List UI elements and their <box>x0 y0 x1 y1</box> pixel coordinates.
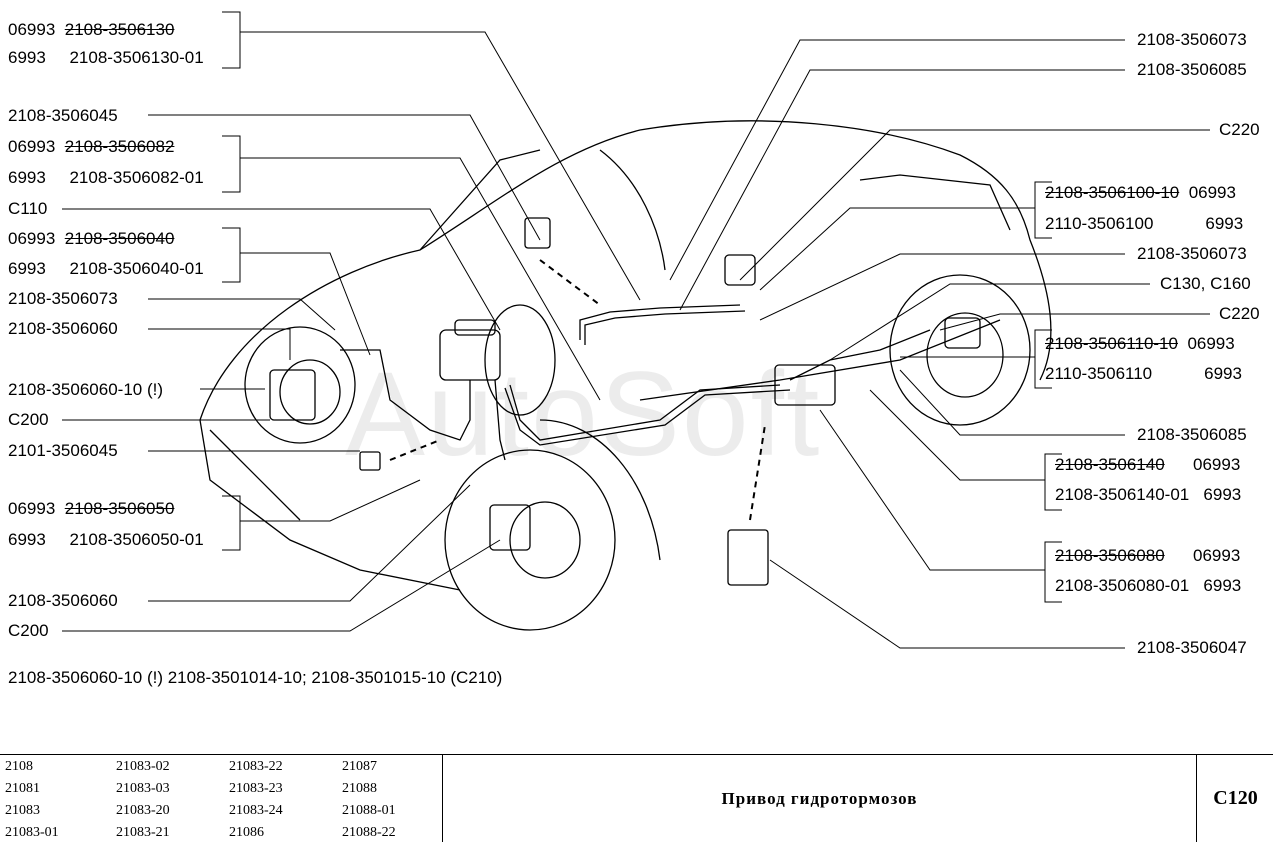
label-3506060-10: 2108-3506060-10 (!) <box>8 380 164 399</box>
label-r-c130-c160: C130, C160 <box>1160 274 1251 293</box>
label-r-3506100-10: 2108-3506100-10 06993 <box>1045 183 1236 202</box>
model: 21083-24 <box>229 803 283 818</box>
footnote: 2108-3506060-10 (!) 2108-3501014-10; 210… <box>8 668 503 687</box>
label-r-c220-top: C220 <box>1219 120 1260 139</box>
label-r-3506140-01: 2108-3506140-01 6993 <box>1055 485 1242 504</box>
car-brake-drawing <box>62 11 1210 649</box>
label-r-3506073-mid: 2108-3506073 <box>1137 244 1247 263</box>
label-r-3506140: 2108-3506140 06993 <box>1055 455 1241 474</box>
model: 21087 <box>342 759 377 774</box>
model: 21083-20 <box>116 803 170 818</box>
label-r-3506080: 2108-3506080 06993 <box>1055 546 1241 565</box>
label-r-2110-3506100: 2110-3506100 6993 <box>1045 214 1244 233</box>
watermark: AutoSoft <box>345 347 822 481</box>
model: 21083-01 <box>5 825 59 840</box>
label-3506082: 06993 2108-3506082 <box>8 137 175 156</box>
label-r-c220-mid: C220 <box>1219 304 1260 323</box>
model: 21083-23 <box>229 781 283 796</box>
sheet-title: Привод гидротормозов <box>443 755 1197 842</box>
label-r-3506085-top: 2108-3506085 <box>1137 60 1247 79</box>
sheet-code: C120 <box>1213 787 1258 809</box>
model: 21083-22 <box>229 759 283 774</box>
car-body-outline <box>199 120 1052 421</box>
model: 21081 <box>5 781 40 796</box>
label-3506130-01: 6993 2108-3506130-01 <box>8 48 204 67</box>
model: 21083-02 <box>116 759 170 774</box>
label-r-3506047: 2108-3506047 <box>1137 638 1247 657</box>
label-3506045: 2108-3506045 <box>8 106 118 125</box>
label-r-3506085-bottom: 2108-3506085 <box>1137 425 1247 444</box>
label-2101-3506045: 2101-3506045 <box>8 441 118 460</box>
model: 21083 <box>5 803 40 818</box>
label-3506130: 06993 2108-3506130 <box>8 20 175 39</box>
label-r-2110-3506110: 2110-3506110 6993 <box>1045 364 1242 383</box>
label-r-3506080-01: 2108-3506080-01 6993 <box>1055 576 1242 595</box>
model: 2108 <box>5 759 33 774</box>
label-3506060-bottom: 2108-3506060 <box>8 591 118 610</box>
model: 21083-03 <box>116 781 170 796</box>
model: 21083-21 <box>116 825 170 840</box>
label-3506050: 06993 2108-3506050 <box>8 499 175 518</box>
brake-diagram: AutoSoft 06993 2108-3506130 6993 2108-35… <box>8 11 1260 687</box>
label-3506040-01: 6993 2108-3506040-01 <box>8 259 204 278</box>
label-3506040: 06993 2108-3506040 <box>8 229 175 248</box>
model: 21088-01 <box>342 803 396 818</box>
label-c110: C110 <box>8 199 48 218</box>
model: 21086 <box>229 825 264 840</box>
label-c200-bottom: C200 <box>8 621 49 640</box>
model-list: 2108 21083-02 21083-22 21087 21081 21083… <box>0 755 443 842</box>
model: 21088 <box>342 781 377 796</box>
label-3506050-01: 6993 2108-3506050-01 <box>8 530 204 549</box>
title-block: 2108 21083-02 21083-22 21087 21081 21083… <box>0 754 1273 842</box>
label-3506060-top: 2108-3506060 <box>8 319 118 338</box>
label-c200-top: C200 <box>8 410 49 429</box>
label-r-3506073-top: 2108-3506073 <box>1137 30 1247 49</box>
label-r-3506110-10: 2108-3506110-10 06993 <box>1045 334 1235 353</box>
label-3506073-left: 2108-3506073 <box>8 289 118 308</box>
label-3506082-01: 6993 2108-3506082-01 <box>8 168 204 187</box>
model: 21088-22 <box>342 825 396 840</box>
